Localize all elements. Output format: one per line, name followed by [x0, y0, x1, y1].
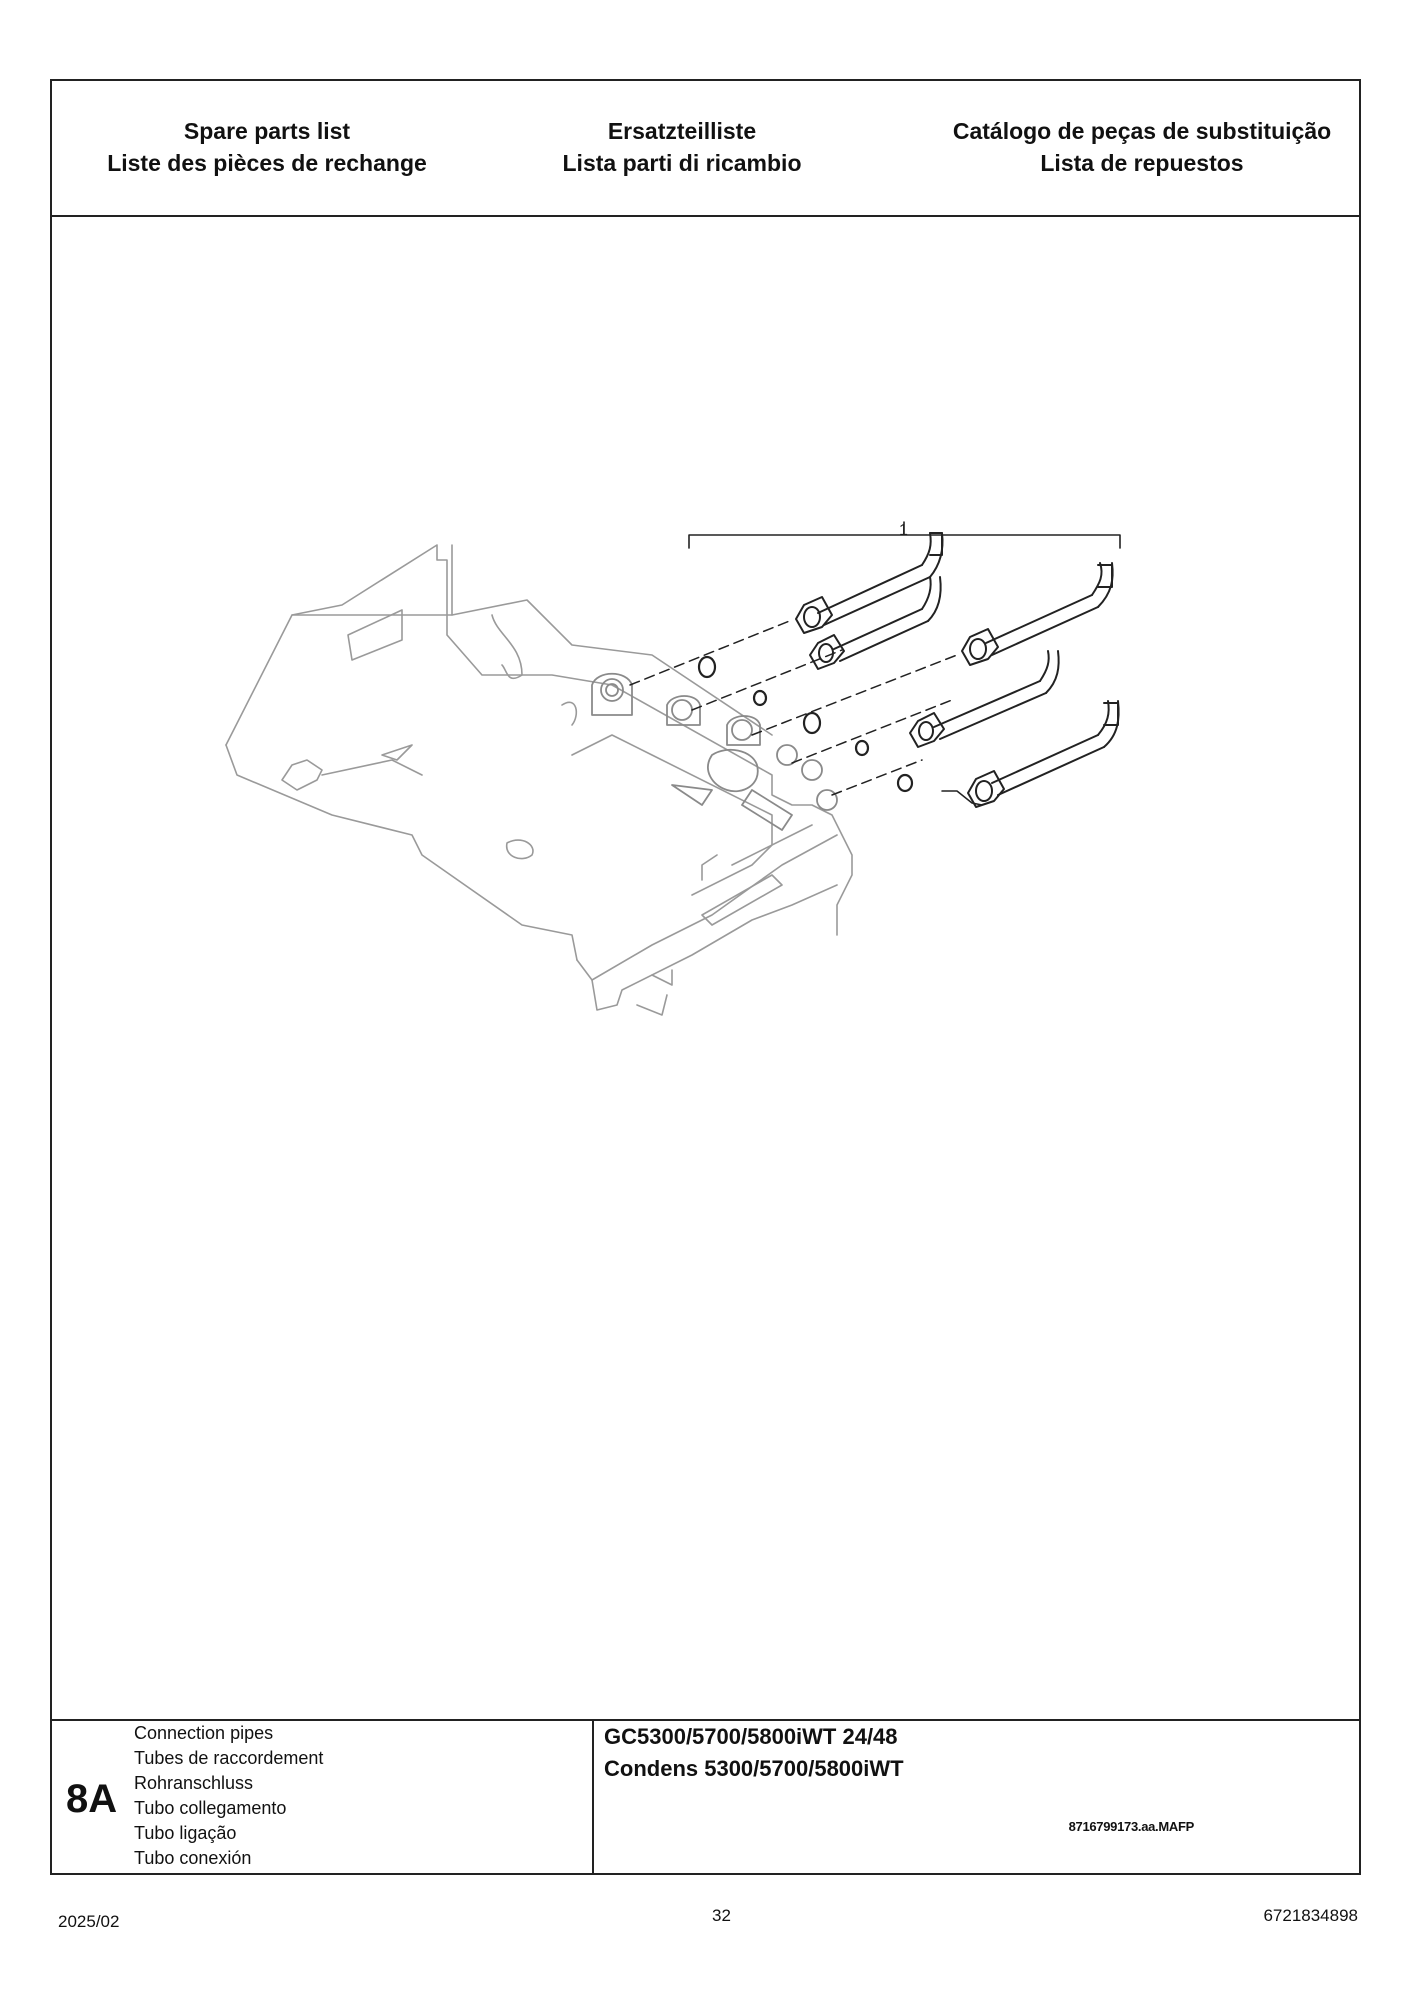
- section-name-italian: Tubo collegamento: [134, 1798, 287, 1818]
- footer-divider: [592, 1721, 594, 1873]
- page-frame: Spare parts list Liste des pièces de rec…: [50, 79, 1361, 1875]
- seal-ring-5: [896, 773, 914, 793]
- section-name-portuguese: Tubo ligação: [134, 1823, 237, 1843]
- header-col-german-italian: Ersatzteilliste Lista parti di ricambio: [492, 115, 872, 179]
- title-portuguese: Catálogo de peças de substituição: [952, 118, 1332, 144]
- document-number: 6721834898: [1263, 1906, 1358, 1925]
- title-english: Spare parts list: [183, 118, 351, 144]
- section-name-german: Rohranschluss: [134, 1773, 254, 1793]
- pipe-leader-line: [941, 790, 983, 806]
- header-col-english-french: Spare parts list Liste des pièces de rec…: [72, 115, 462, 179]
- seal-rings: [697, 655, 914, 793]
- section-name-spanish: Tubo conexión: [134, 1848, 252, 1868]
- connection-pipes-illustration: 1: [225, 521, 1121, 1016]
- title-italian: Lista parti di ricambio: [562, 150, 802, 176]
- section-name-english: Connection pipes: [134, 1723, 274, 1743]
- seal-ring-4: [854, 739, 870, 757]
- header-col-portuguese-spanish: Catálogo de peças de substituição Lista …: [932, 115, 1352, 179]
- section-number: 8A: [66, 1777, 118, 1821]
- model-list: GC5300/5700/5800iWT 24/48 Condens 5300/5…: [604, 1721, 904, 1785]
- title-french: Liste des pièces de rechange: [107, 150, 427, 176]
- exploded-view-drawing: 1: [52, 215, 1359, 1834]
- valve-fittings: [591, 672, 838, 831]
- mounting-bracket: [225, 544, 853, 1016]
- connection-pipes: [795, 532, 1120, 808]
- pipe-4: [909, 650, 1060, 748]
- section-names: Connection pipes Tubes de raccordement R…: [134, 1721, 323, 1871]
- callout-bracket: [688, 521, 1121, 549]
- section-footer: 8A Connection pipes Tubes de raccordemen…: [52, 1719, 1359, 1873]
- pipe-2: [809, 576, 942, 670]
- publication-date: 2025/02: [58, 1912, 120, 1931]
- seal-ring-2: [752, 689, 768, 707]
- title-spanish: Lista de repuestos: [1040, 150, 1244, 176]
- assembly-guide-lines: [629, 619, 958, 796]
- pipe-3: [961, 562, 1114, 666]
- model-line-1: GC5300/5700/5800iWT 24/48: [604, 1724, 898, 1749]
- section-name-french: Tubes de raccordement: [134, 1748, 324, 1768]
- pipe-5: [967, 700, 1120, 808]
- title-german: Ersatzteilliste: [607, 118, 757, 144]
- seal-ring-3: [802, 711, 822, 735]
- page-number: 32: [712, 1906, 731, 1925]
- pipe-1: [795, 532, 944, 634]
- drawing-id: 8716799173.aa.MAFP: [1068, 1819, 1195, 1834]
- title-header: Spare parts list Liste des pièces de rec…: [52, 81, 1359, 217]
- model-line-2: Condens 5300/5700/5800iWT: [604, 1756, 904, 1781]
- seal-ring-1: [697, 655, 717, 679]
